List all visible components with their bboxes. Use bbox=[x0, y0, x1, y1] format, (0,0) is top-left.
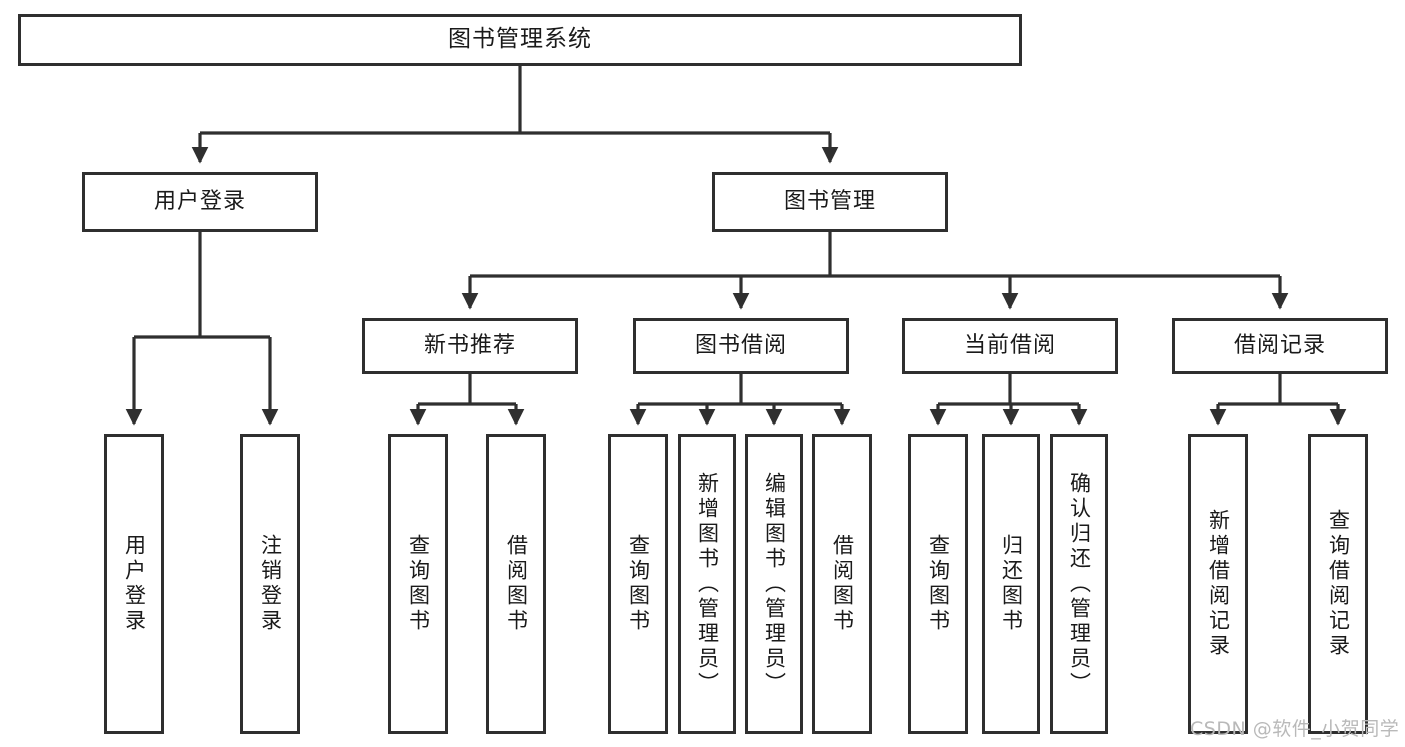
leaf-label: 借阅图书 bbox=[830, 534, 855, 634]
leaf-label: 查询借阅记录 bbox=[1326, 509, 1351, 659]
node-leaf-edit-book-admin[interactable]: 编辑图书（管理员） bbox=[745, 434, 803, 734]
leaf-label: 新增借阅记录 bbox=[1206, 509, 1231, 659]
node-current-borrow[interactable]: 当前借阅 bbox=[902, 318, 1118, 374]
node-leaf-query-book-2[interactable]: 查询图书 bbox=[608, 434, 668, 734]
node-leaf-user-login[interactable]: 用户登录 bbox=[104, 434, 164, 734]
leaf-label: 注销登录 bbox=[258, 534, 283, 634]
leaf-label: 编辑图书（管理员） bbox=[762, 471, 787, 697]
node-borrow-record-label: 借阅记录 bbox=[1233, 332, 1326, 358]
node-leaf-borrow-book-1[interactable]: 借阅图书 bbox=[486, 434, 546, 734]
node-leaf-return-book[interactable]: 归还图书 bbox=[982, 434, 1040, 734]
leaf-label: 查询图书 bbox=[406, 534, 431, 634]
leaf-label: 查询图书 bbox=[926, 534, 951, 634]
node-user-login[interactable]: 用户登录 bbox=[82, 172, 318, 232]
node-leaf-confirm-return-admin[interactable]: 确认归还（管理员） bbox=[1050, 434, 1108, 734]
leaf-label: 用户登录 bbox=[122, 534, 147, 634]
node-leaf-query-borrow-record[interactable]: 查询借阅记录 bbox=[1308, 434, 1368, 734]
node-leaf-add-borrow-record[interactable]: 新增借阅记录 bbox=[1188, 434, 1248, 734]
node-root[interactable]: 图书管理系统 bbox=[18, 14, 1022, 66]
node-user-login-label: 用户登录 bbox=[153, 188, 246, 214]
leaf-label: 确认归还（管理员） bbox=[1067, 471, 1092, 697]
node-leaf-add-book-admin[interactable]: 新增图书（管理员） bbox=[678, 434, 736, 734]
node-book-borrow-label: 图书借阅 bbox=[694, 332, 787, 358]
leaf-label: 新增图书（管理员） bbox=[695, 471, 720, 697]
node-leaf-query-book-1[interactable]: 查询图书 bbox=[388, 434, 448, 734]
leaf-label: 查询图书 bbox=[626, 534, 651, 634]
node-root-label: 图书管理系统 bbox=[448, 26, 592, 53]
node-book-manage-label: 图书管理 bbox=[783, 188, 876, 214]
node-book-borrow[interactable]: 图书借阅 bbox=[633, 318, 849, 374]
leaf-label: 借阅图书 bbox=[504, 534, 529, 634]
node-leaf-borrow-book-2[interactable]: 借阅图书 bbox=[812, 434, 872, 734]
csdn-watermark: CSDN @软件_小贺同学 bbox=[1190, 718, 1400, 740]
node-borrow-record[interactable]: 借阅记录 bbox=[1172, 318, 1388, 374]
node-new-book-recommend-label: 新书推荐 bbox=[423, 332, 516, 358]
node-book-manage[interactable]: 图书管理 bbox=[712, 172, 948, 232]
node-new-book-recommend[interactable]: 新书推荐 bbox=[362, 318, 578, 374]
node-current-borrow-label: 当前借阅 bbox=[963, 332, 1056, 358]
leaf-label: 归还图书 bbox=[999, 534, 1024, 634]
node-leaf-logout-login[interactable]: 注销登录 bbox=[240, 434, 300, 734]
node-leaf-query-book-3[interactable]: 查询图书 bbox=[908, 434, 968, 734]
